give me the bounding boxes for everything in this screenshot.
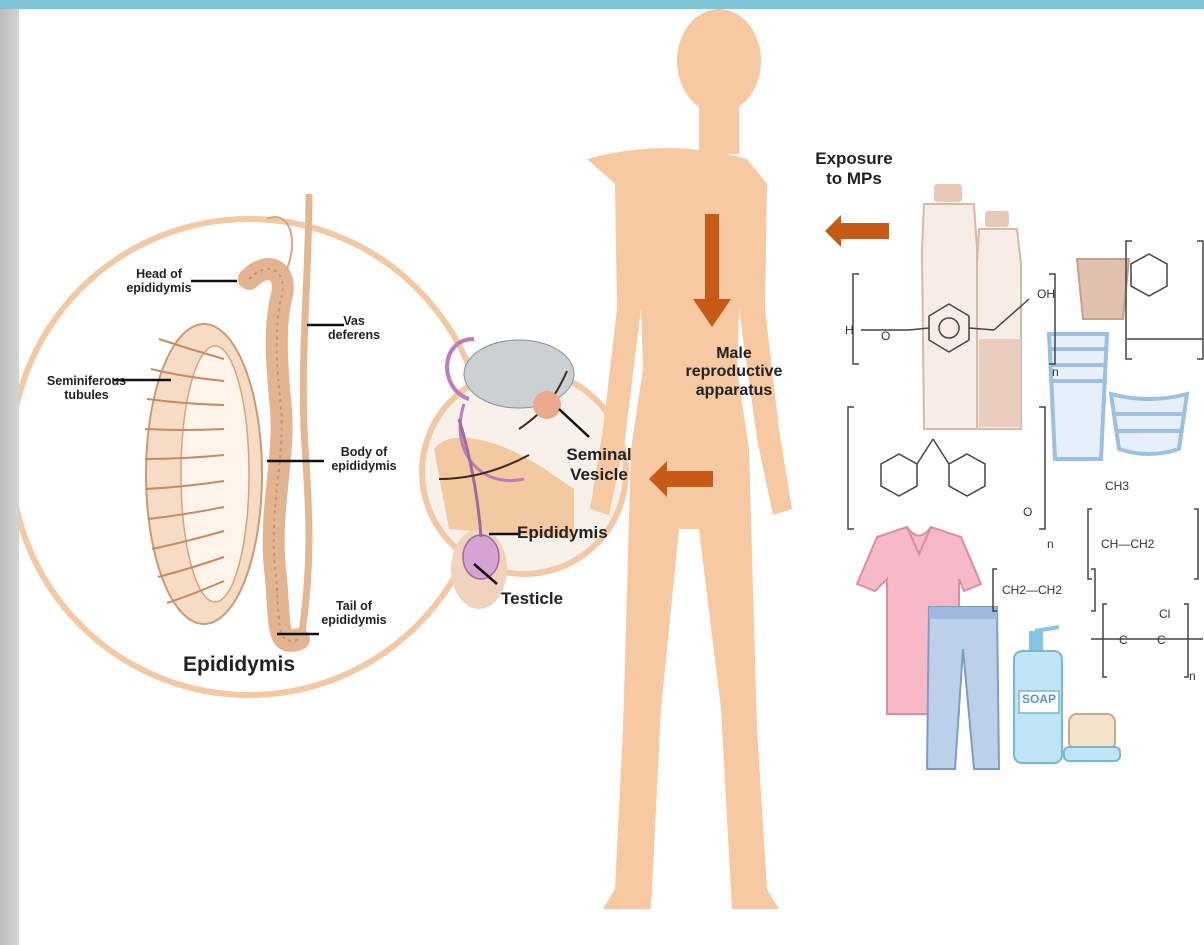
chem-c-2: C <box>1157 633 1166 647</box>
plastic-cup <box>1077 259 1129 319</box>
label-exposure-to-mps: Exposure to MPs <box>809 149 899 188</box>
soap-label: SOAP <box>1019 693 1059 707</box>
figure-canvas: Head of epididymis Vas deferens Seminife… <box>19 9 1204 945</box>
label-body-of-epididymis: Body of epididymis <box>324 445 404 474</box>
epididymis-title: Epididymis <box>149 653 329 677</box>
label-head-of-epididymis: Head of epididymis <box>119 267 199 296</box>
label-tail-of-epididymis: Tail of epididymis <box>309 599 399 628</box>
plastic-bottles <box>922 184 1021 429</box>
top-accent-bar <box>0 0 1204 9</box>
label-testicle: Testicle <box>501 589 601 609</box>
stacked-cups-bowls <box>1049 334 1187 459</box>
chem-n-pvc: n <box>1189 669 1196 683</box>
chem-o-pc: O <box>1023 505 1032 519</box>
label-male-reproductive-apparatus: Male reproductive apparatus <box>679 345 789 400</box>
chem-c-1: C <box>1119 633 1128 647</box>
chem-n-pc: n <box>1047 537 1054 551</box>
testis-cross-section <box>145 324 262 624</box>
chem-ch3: CH3 <box>1105 479 1129 493</box>
exposure-arrow <box>825 215 889 247</box>
chem-cl: Cl <box>1159 607 1170 621</box>
chem-oh: OH <box>1037 287 1055 301</box>
jeans-icon <box>927 607 999 769</box>
chem-n-pet: n <box>1052 365 1059 379</box>
left-side-strip <box>0 9 19 945</box>
soap-dish-icon <box>1064 714 1120 761</box>
chem-ch2-ch2: CH2—CH2 <box>1002 583 1062 597</box>
chem-o-pet: O <box>881 329 890 343</box>
label-seminal-vesicle: Seminal Vesicle <box>559 445 639 484</box>
chem-h-pet: H <box>845 323 854 337</box>
label-epididymis: Epididymis <box>517 523 627 543</box>
chem-ch-ch2: CH—CH2 <box>1101 537 1154 551</box>
label-seminiferous-tubules: Seminiferous tubules <box>39 374 134 403</box>
label-vas-deferens: Vas deferens <box>319 314 389 343</box>
